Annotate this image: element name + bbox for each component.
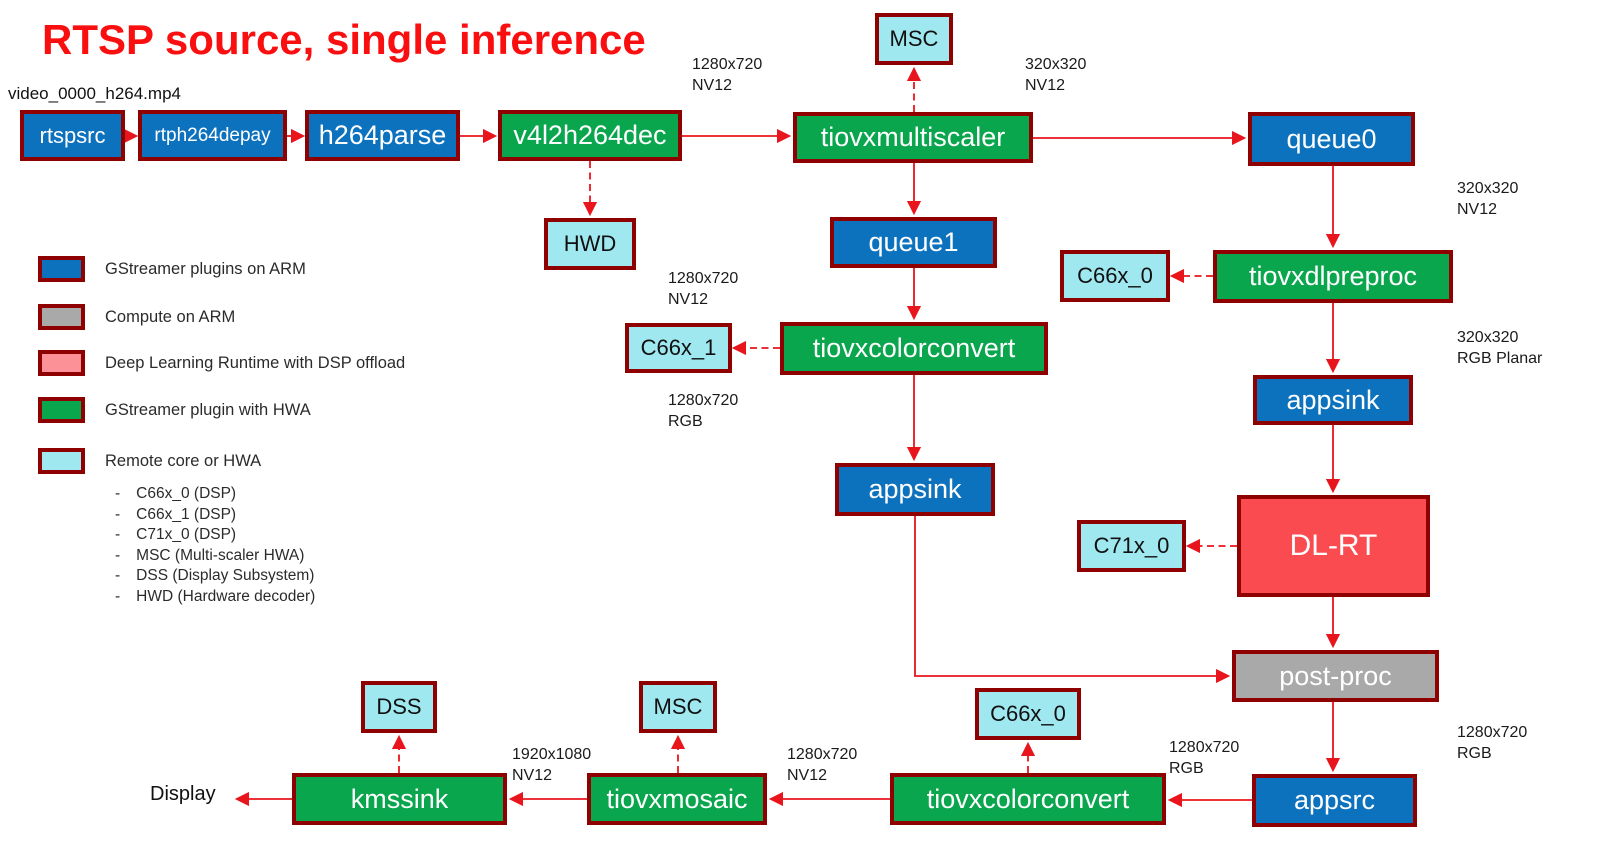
bullet-dash: - [115,526,121,543]
caption-postproc-to-appsrc: 1280x720 RGB [1457,724,1528,762]
caption-appsrc-to-colorconvert: 1280x720 RGB [1169,739,1240,777]
legend-core-item: -MSC (Multi-scaler HWA) [115,546,315,567]
display-output-label: Display [150,783,216,805]
node-dl-rt: DL-RT [1237,495,1430,597]
node-tiovxmultiscaler: tiovxmultiscaler [793,112,1033,163]
legend: GStreamer plugins on ARM Compute on ARM … [38,256,508,616]
caption-queue1-to-colorconvert: 1280x720 NV12 [668,270,739,308]
legend-core-c66x-1: C66x_1 (DSP) [136,505,237,523]
node-v4l2h264dec: v4l2h264dec [498,110,682,161]
node-msc-bottom: MSC [639,681,717,733]
legend-label-plugin-arm: GStreamer plugins on ARM [105,259,306,278]
legend-row-dl-runtime: Deep Learning Runtime with DSP offload [38,350,405,376]
source-file-label: video_0000_h264.mp4 [8,84,181,103]
legend-label-compute-arm: Compute on ARM [105,307,236,326]
node-hwd: HWD [544,218,636,270]
node-rtph264depay: rtph264depay [138,110,287,161]
node-appsrc: appsrc [1252,774,1417,827]
legend-core-item: -HWD (Hardware decoder) [115,587,315,608]
node-appsink-mid: appsink [835,463,995,516]
legend-core-item: -DSS (Display Subsystem) [115,566,315,587]
legend-row-compute-arm: Compute on ARM [38,304,235,330]
legend-label-dl-runtime: Deep Learning Runtime with DSP offload [105,353,406,372]
legend-core-c71x-0: C71x_0 (DSP) [136,526,237,543]
legend-label-plugin-hwa: GStreamer plugin with HWA [105,400,311,419]
caption-msc-to-queue0: 320x320 NV12 [1025,56,1087,94]
node-appsink-right: appsink [1253,375,1413,425]
caption-queue0-to-preproc: 320x320 NV12 [1457,180,1519,218]
legend-core-msc: MSC (Multi-scaler HWA) [136,546,305,564]
node-queue0: queue0 [1248,112,1415,166]
node-kmssink: kmssink [292,773,507,825]
solid-arrows [123,128,1341,808]
legend-core-item: -C71x_0 (DSP) [115,525,315,546]
node-tiovxcolorconvert-mid: tiovxcolorconvert [780,322,1048,375]
node-msc-top: MSC [875,13,953,65]
caption-colorconvert-to-mosaic: 1280x720 NV12 [787,746,858,784]
legend-swatch-dl-runtime [38,350,85,376]
bullet-dash: - [115,587,121,605]
caption-colorconvert-to-appsink: 1280x720 RGB [668,392,739,430]
legend-core-item: -C66x_1 (DSP) [115,505,315,526]
legend-swatch-remote-core [38,448,85,474]
bullet-dash: - [115,546,121,564]
legend-row-plugin-hwa: GStreamer plugin with HWA [38,397,311,423]
legend-row-remote-core: Remote core or HWA [38,448,261,474]
node-c71x-0: C71x_0 [1077,520,1186,572]
node-tiovxmosaic: tiovxmosaic [587,773,767,825]
dashed-arrows [391,66,1237,773]
caption-mosaic-to-kmssink: 1920x1080 NV12 [512,746,592,784]
node-rtspsrc: rtspsrc [20,110,125,161]
legend-label-remote-core: Remote core or HWA [105,451,262,470]
bullet-dash: - [115,485,121,502]
node-tiovxdlpreproc: tiovxdlpreproc [1213,250,1453,303]
bullet-dash: - [115,567,121,584]
page-title: RTSP source, single inference [42,16,646,63]
node-h264parse: h264parse [305,110,460,161]
node-c66x-0-preproc: C66x_0 [1060,250,1170,302]
bullet-dash: - [115,505,121,523]
legend-remote-core-list: -C66x_0 (DSP) -C66x_1 (DSP) -C71x_0 (DSP… [115,484,315,607]
legend-core-dss: DSS (Display Subsystem) [136,567,315,584]
legend-swatch-plugin-arm [38,256,85,282]
node-c66x-0-bottom: C66x_0 [975,688,1081,740]
node-dss: DSS [361,681,437,733]
legend-core-item: -C66x_0 (DSP) [115,484,315,505]
node-post-proc: post-proc [1232,650,1439,702]
legend-swatch-plugin-hwa [38,397,85,423]
legend-swatch-compute-arm [38,304,85,330]
legend-row-plugin-arm: GStreamer plugins on ARM [38,256,306,282]
node-tiovxcolorconvert-bottom: tiovxcolorconvert [890,773,1166,825]
legend-core-hwd: HWD (Hardware decoder) [136,587,316,605]
node-queue1: queue1 [830,217,997,268]
legend-core-c66x-0: C66x_0 (DSP) [136,485,237,502]
caption-dec-to-msc: 1280x720 NV12 [692,56,763,94]
node-c66x-1: C66x_1 [625,323,732,373]
caption-preproc-to-appsink: 320x320 RGB Planar [1457,329,1543,367]
